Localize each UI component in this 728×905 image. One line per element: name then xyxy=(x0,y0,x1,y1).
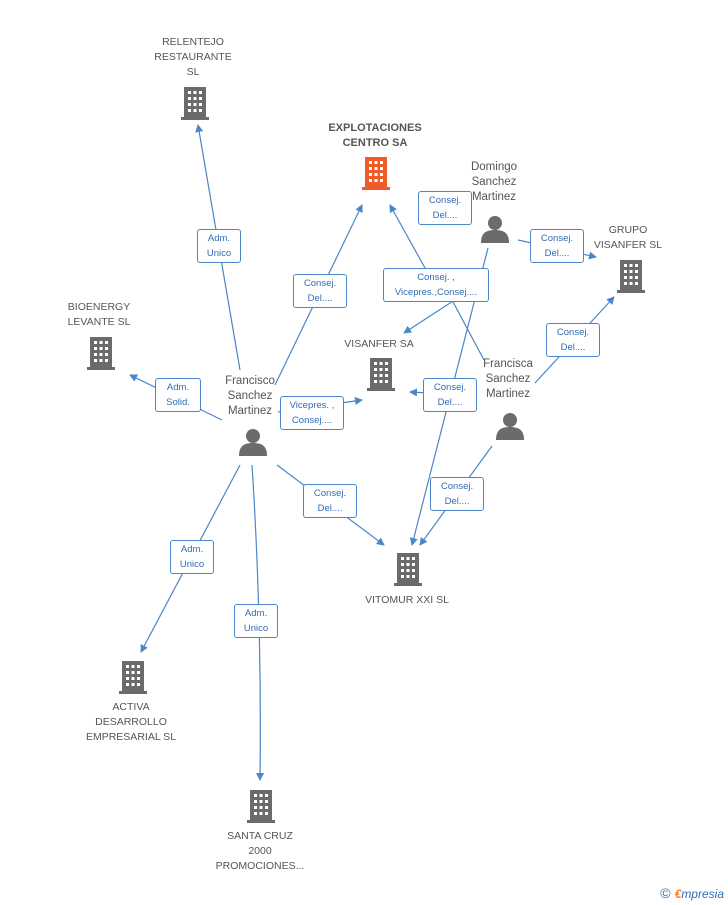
relation-label-consej-del-francisca-visanfer[interactable]: Consej. Del.... xyxy=(423,378,477,412)
building-icon-visanfer xyxy=(367,358,395,391)
person-label-domingo[interactable]: Domingo Sanchez Martinez xyxy=(470,161,518,203)
person-label-francisco[interactable]: Francisco Sanchez Martinez xyxy=(225,375,275,417)
brand-name: mpresia xyxy=(681,887,724,901)
person-icon-francisca xyxy=(496,413,524,440)
relation-label-consej-vicepres-visanfer[interactable]: Consej. , Vicepres.,Consej.... xyxy=(383,268,489,302)
relation-label-adm-unico-activa[interactable]: Adm. Unico xyxy=(170,540,214,574)
building-icon-vitomur xyxy=(394,553,422,586)
building-icon-santa-cruz xyxy=(247,790,275,823)
building-icon-activa xyxy=(119,661,147,694)
relation-label-adm-unico-santa-cruz[interactable]: Adm. Unico xyxy=(234,604,278,638)
relation-label-consej-del-francisca-grupo[interactable]: Consej. Del.... xyxy=(546,323,600,357)
copyright-icon: © xyxy=(660,885,671,901)
company-label-vitomur[interactable]: VITOMUR XXI SL xyxy=(365,594,449,606)
building-icon-explotaciones xyxy=(362,157,390,190)
company-label-explotaciones[interactable]: EXPLOTACIONES CENTRO SA xyxy=(328,122,422,149)
building-icon-bioenergy xyxy=(87,337,115,370)
company-label-activa[interactable]: ACTIVA DESARROLLO EMPRESARIAL SL xyxy=(85,701,177,743)
relation-label-vicepres-consej-visanfer[interactable]: Vicepres. , Consej.... xyxy=(280,396,344,430)
person-icon-domingo xyxy=(481,216,509,243)
relation-label-adm-solid-bioenergy[interactable]: Adm. Solid. xyxy=(155,378,201,412)
company-label-grupo-visanfer[interactable]: GRUPO VISANFER SL xyxy=(593,224,663,251)
company-label-santa-cruz[interactable]: SANTA CRUZ 2000 PROMOCIONES... xyxy=(215,830,305,872)
company-label-bioenergy[interactable]: BIOENERGY LEVANTE SL xyxy=(67,301,131,328)
relation-label-consej-del-explotaciones[interactable]: Consej. Del.... xyxy=(293,274,347,308)
brand-e-logo: € xyxy=(674,887,682,901)
company-label-relentejo[interactable]: RELENTEJO RESTAURANTE SL xyxy=(154,36,232,78)
relation-label-consej-del-domingo-explotaciones[interactable]: Consej. Del.... xyxy=(418,191,472,225)
relation-label-consej-del-francisco-vitomur[interactable]: Consej. Del.... xyxy=(303,484,357,518)
relation-label-adm-unico-relentejo[interactable]: Adm. Unico xyxy=(197,229,241,263)
footer-brand: ©€mpresia xyxy=(660,885,724,901)
person-label-francisca[interactable]: Francisca Sanchez Martinez xyxy=(483,358,533,400)
relation-label-consej-del-grupo[interactable]: Consej. Del.... xyxy=(530,229,584,263)
building-icon-grupo-visanfer xyxy=(617,260,645,293)
edge-domingo-francisca-line xyxy=(451,299,485,361)
person-icon-francisco xyxy=(239,429,267,456)
building-icon-relentejo xyxy=(181,87,209,120)
edges xyxy=(129,124,615,781)
relation-label-consej-del-francisca-vitomur[interactable]: Consej. Del.... xyxy=(430,477,484,511)
company-label-visanfer[interactable]: VISANFER SA xyxy=(344,338,414,350)
